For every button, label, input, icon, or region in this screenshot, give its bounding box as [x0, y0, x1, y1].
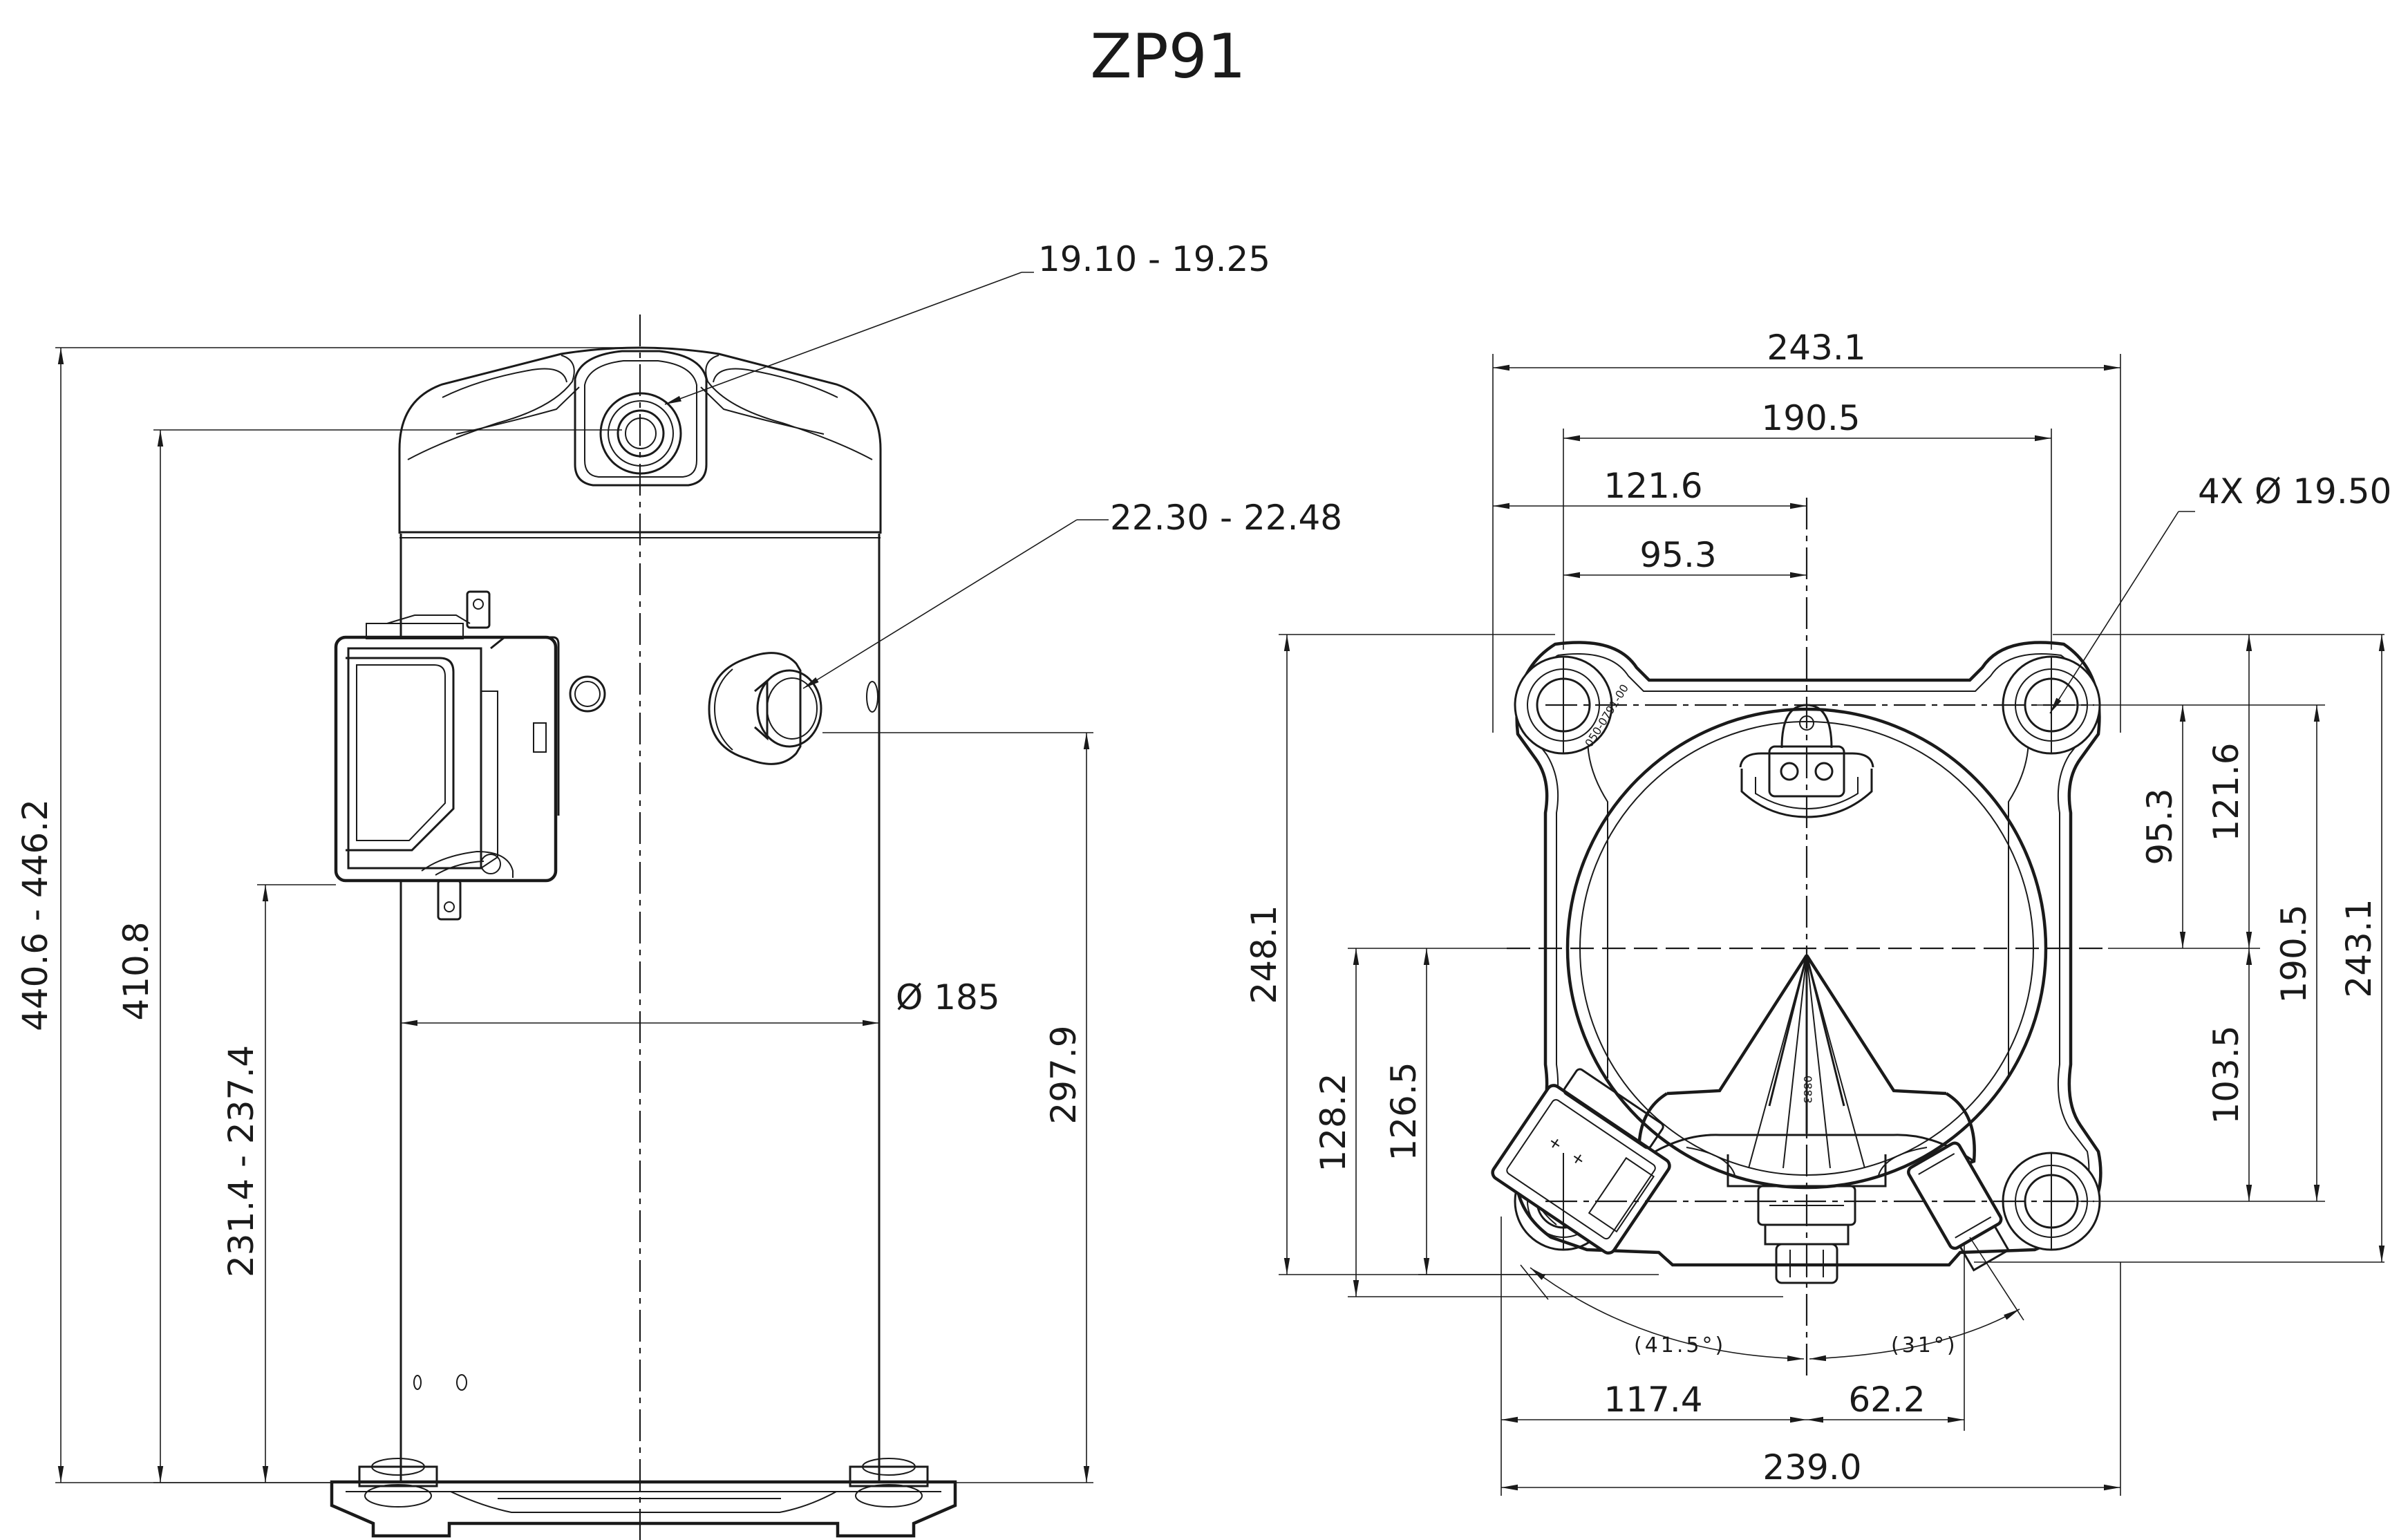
dim-angle-left: (41.5°) [1634, 1333, 1726, 1358]
internal-ribs [1637, 954, 1976, 1187]
dim-top-connection-height: 410.8 [116, 921, 156, 1020]
dim-overall-height: 440.6 - 446.2 [15, 799, 55, 1031]
dim-offset-left: 117.4 [1603, 1380, 1702, 1420]
dim-fitting-offset-a: 128.2 [1313, 1073, 1353, 1172]
discharge-fitting-top [1907, 1141, 2011, 1272]
dim-vert-center-lower: 103.5 [2206, 1025, 2246, 1124]
sight-glass [569, 675, 606, 713]
dim-top-connection-od: 19.10 - 19.25 [1038, 239, 1270, 279]
dim-body-diameter: Ø 185 [896, 977, 1000, 1017]
top-view: 050-0791-00 0883 [1244, 328, 2391, 1496]
terminal-box [334, 590, 560, 921]
terminal-box-top [1491, 1068, 1671, 1255]
dim-top-outer-width: 243.1 [1767, 328, 1865, 368]
dim-side-connection-od: 22.30 - 22.48 [1110, 498, 1342, 538]
side-connection [708, 652, 878, 765]
casting-mark: 0883 [1801, 1076, 1814, 1104]
dim-vert-center-hole: 95.3 [2140, 788, 2180, 865]
base-plate-outline [1514, 641, 2102, 1267]
dim-side-connection-height: 297.9 [1044, 1025, 1084, 1124]
dim-overall-width: 239.0 [1762, 1447, 1861, 1487]
side-view: 440.6 - 446.2 410.8 231.4 - 237.4 297.9 … [15, 239, 1342, 1540]
dim-vert-holes: 190.5 [2274, 904, 2314, 1003]
dim-offset-right: 62.2 [1848, 1380, 1925, 1420]
drawing-title: ZP91 [1090, 21, 1245, 92]
dim-mounting-holes: 4X Ø 19.50 [2198, 471, 2391, 511]
dim-vert-center-edge: 121.6 [2206, 742, 2246, 841]
dim-terminal-height: 231.4 - 237.4 [221, 1045, 261, 1277]
dim-vert-outer: 243.1 [2339, 899, 2379, 997]
dim-top-hole-span: 190.5 [1761, 398, 1860, 438]
dim-fitting-offset-b: 126.5 [1384, 1062, 1424, 1161]
dim-top-center-edge: 121.6 [1603, 466, 1702, 506]
dim-top-center-hole: 95.3 [1639, 535, 1716, 575]
mounting-base [330, 1374, 957, 1538]
dim-angle-right: (31°) [1891, 1333, 1958, 1358]
dim-overall-depth: 248.1 [1244, 905, 1284, 1004]
